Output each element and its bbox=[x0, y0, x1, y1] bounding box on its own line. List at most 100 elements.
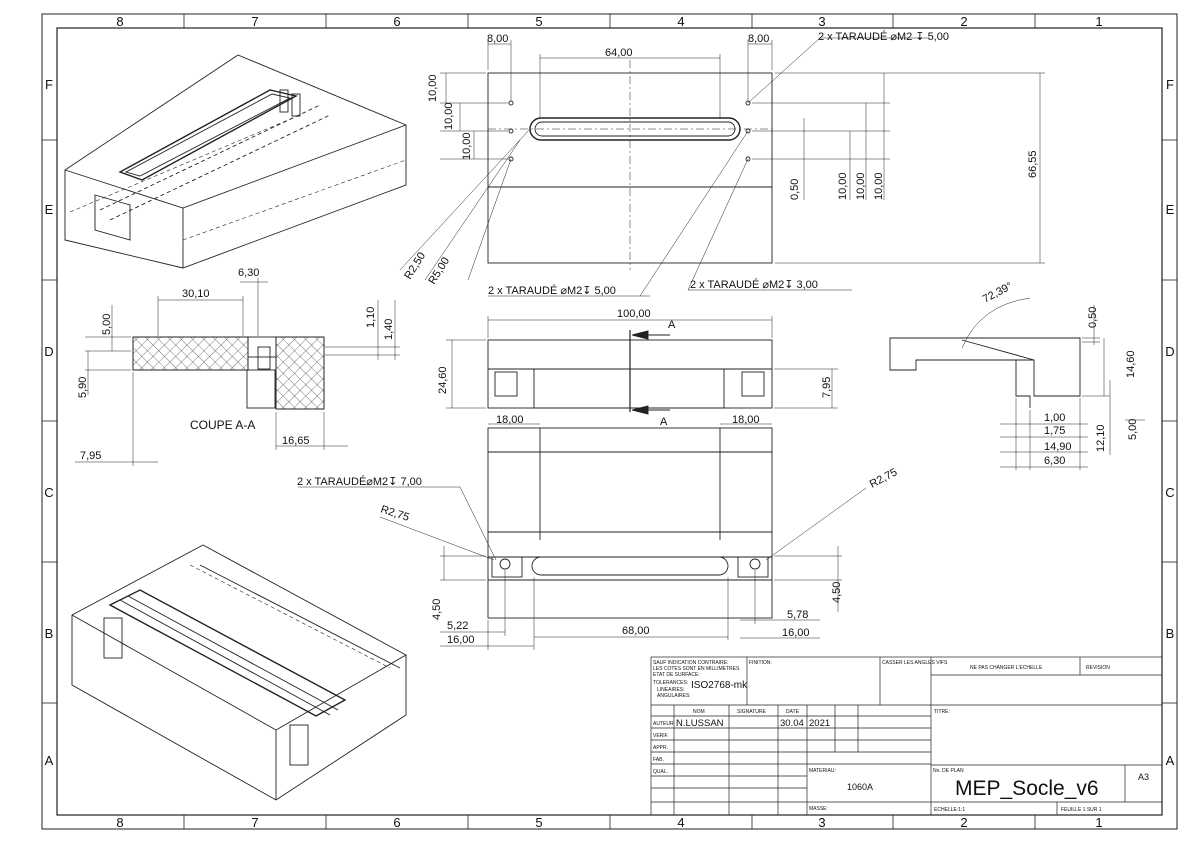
note-line-1: SAUF INDICATION CONTRAIRE: bbox=[653, 660, 728, 666]
dim-0-50: 0,50 bbox=[789, 179, 801, 200]
callout-tapped-holes-bottom: 2 x TARAUDÉ⌀M2↧ 7,00 bbox=[297, 475, 422, 488]
side-dims: 72,39° 0,50 14,60 1,00 1,75 14,90 6,30 1… bbox=[981, 280, 1139, 467]
row-appr: APPR. bbox=[653, 745, 668, 751]
zone-col-1-bottom: 1 bbox=[1095, 815, 1102, 830]
note-line-6: ANGULAIRES: bbox=[657, 693, 691, 699]
zone-col-3-top: 3 bbox=[818, 14, 825, 29]
dim-4-50-left: 4,50 bbox=[431, 599, 443, 620]
dim-10-e: 10,00 bbox=[855, 172, 867, 200]
dim-7-95-front: 7,95 bbox=[821, 377, 833, 398]
dim-8-right: 8,00 bbox=[748, 33, 769, 45]
zone-col-7-top: 7 bbox=[251, 14, 258, 29]
zone-row-C-right: C bbox=[1165, 485, 1174, 500]
dim-16-65: 16,65 bbox=[282, 435, 310, 447]
zone-row-F-left: F bbox=[45, 77, 53, 92]
zone-row-D-left: D bbox=[44, 344, 53, 359]
top-view-dims: 8,00 64,00 8,00 2 x TARAUDÉ ⌀M2 ↧ 5,00 1… bbox=[402, 30, 1039, 297]
zone-row-B-right: B bbox=[1166, 626, 1175, 641]
dim-66-55: 66,55 bbox=[1027, 150, 1039, 178]
zone-row-A-left: A bbox=[45, 753, 54, 768]
row-auteur: AUTEUR bbox=[653, 721, 674, 727]
section-label: COUPE A-A bbox=[190, 418, 255, 432]
dim-r2-75-right: R2,75 bbox=[868, 466, 900, 490]
feuille-label: FEUILLE 1 SUR 1 bbox=[1061, 807, 1102, 813]
no-scale-label: NE PAS CHANGER L'ECHELLE bbox=[970, 665, 1043, 671]
dim-5-78: 5,78 bbox=[787, 609, 808, 621]
top-view bbox=[399, 37, 1045, 297]
dim-100: 100,00 bbox=[617, 308, 651, 320]
titre-label: TITRE: bbox=[934, 709, 950, 715]
author-date-day: 30.04 bbox=[780, 718, 804, 729]
zone-row-B-left: B bbox=[45, 626, 54, 641]
callout-tapped-holes-mid2: 2 x TARAUDÉ ⌀M2↧ 3,00 bbox=[690, 278, 818, 291]
dim-5-00-side: 5,00 bbox=[1127, 419, 1139, 440]
note-line-2: LES COTES SONT EN MILLIMETRES bbox=[653, 666, 740, 672]
dim-8-left: 8,00 bbox=[487, 33, 508, 45]
plan-no-label: No. DE PLAN bbox=[933, 768, 964, 774]
dim-4-50-right: 4,50 bbox=[831, 582, 843, 603]
row-qual: QUAL. bbox=[653, 769, 668, 775]
dim-1-40: 1,40 bbox=[383, 319, 395, 340]
zone-labels-bottom: 8 7 6 5 4 3 2 1 bbox=[116, 815, 1102, 830]
note-line-3: ETAT DE SURFACE: bbox=[653, 672, 700, 678]
dim-1-10: 1,10 bbox=[365, 307, 377, 328]
section-marker-a-bottom: A bbox=[660, 416, 668, 428]
dim-14-60: 14,60 bbox=[1125, 350, 1137, 378]
dim-5-90: 5,90 bbox=[77, 377, 89, 398]
casser-label: CASSER LES ANGLES VIFS bbox=[882, 660, 948, 666]
bottom-view bbox=[298, 427, 867, 650]
section-view bbox=[75, 278, 400, 466]
section-marker-a-top: A bbox=[668, 319, 676, 331]
revision-label: REVISION bbox=[1086, 665, 1110, 671]
zone-col-5-top: 5 bbox=[535, 14, 542, 29]
zone-col-1-top: 1 bbox=[1095, 14, 1102, 29]
sheet-inner-frame bbox=[56, 27, 1163, 816]
dim-1-75: 1,75 bbox=[1044, 425, 1065, 437]
zone-col-2-top: 2 bbox=[960, 14, 967, 29]
zone-col-8-bottom: 8 bbox=[116, 815, 123, 830]
sheet-outer-frame bbox=[41, 13, 1178, 830]
dim-18-left: 18,00 bbox=[496, 414, 524, 426]
zone-row-C-left: C bbox=[44, 485, 53, 500]
title-block-text: SAUF INDICATION CONTRAIRE: LES COTES SON… bbox=[653, 660, 1149, 813]
front-view bbox=[446, 316, 838, 425]
callout-tapped-holes-mid1: 2 x TARAUDÉ ⌀M2↧ 5,00 bbox=[488, 284, 616, 297]
zone-col-8-top: 8 bbox=[116, 14, 123, 29]
dim-24-60: 24,60 bbox=[437, 366, 449, 394]
title-block bbox=[650, 656, 1163, 816]
dim-18-right: 18,00 bbox=[732, 414, 760, 426]
zone-col-7-bottom: 7 bbox=[251, 815, 258, 830]
dim-5-22: 5,22 bbox=[447, 620, 468, 632]
side-view bbox=[889, 297, 1145, 470]
zone-col-6-top: 6 bbox=[393, 14, 400, 29]
zone-col-4-top: 4 bbox=[677, 14, 684, 29]
dim-6-30-side: 6,30 bbox=[1044, 455, 1065, 467]
dim-68-00: 68,00 bbox=[622, 625, 650, 637]
note-line-4: TOLERANCES: bbox=[653, 680, 688, 686]
signature-header: SIGNATURE bbox=[737, 709, 766, 715]
dim-10-d: 10,00 bbox=[837, 172, 849, 200]
dim-r2-75-left: R2,75 bbox=[379, 503, 411, 523]
zone-col-3-bottom: 3 bbox=[818, 815, 825, 830]
zone-col-6-bottom: 6 bbox=[393, 815, 400, 830]
dim-r5-00: R5,00 bbox=[426, 255, 452, 286]
finition-label: FINITION: bbox=[749, 660, 772, 666]
dim-0-50-side: 0,50 bbox=[1087, 307, 1099, 328]
zone-labels-left: F E D C B A bbox=[44, 77, 53, 768]
zone-col-5-bottom: 5 bbox=[535, 815, 542, 830]
plan-no-value: MEP_Socle_v6 bbox=[955, 777, 1099, 800]
isometric-view-bottom bbox=[71, 544, 407, 801]
isometric-view-top bbox=[64, 54, 407, 269]
zone-labels-right: F E D C B A bbox=[1165, 77, 1174, 768]
zone-ticks bbox=[42, 14, 1177, 829]
echelle-label: ECHELLE:1:1 bbox=[934, 807, 965, 813]
author-name: N.LUSSAN bbox=[676, 718, 724, 729]
date-header: DATE bbox=[786, 709, 800, 715]
dim-angle-72-39: 72,39° bbox=[981, 280, 1015, 306]
zone-row-E-right: E bbox=[1166, 202, 1175, 217]
zone-col-2-bottom: 2 bbox=[960, 815, 967, 830]
masse-label: MASSE: bbox=[809, 806, 828, 812]
zone-row-F-right: F bbox=[1166, 77, 1174, 92]
dim-64: 64,00 bbox=[605, 47, 633, 59]
